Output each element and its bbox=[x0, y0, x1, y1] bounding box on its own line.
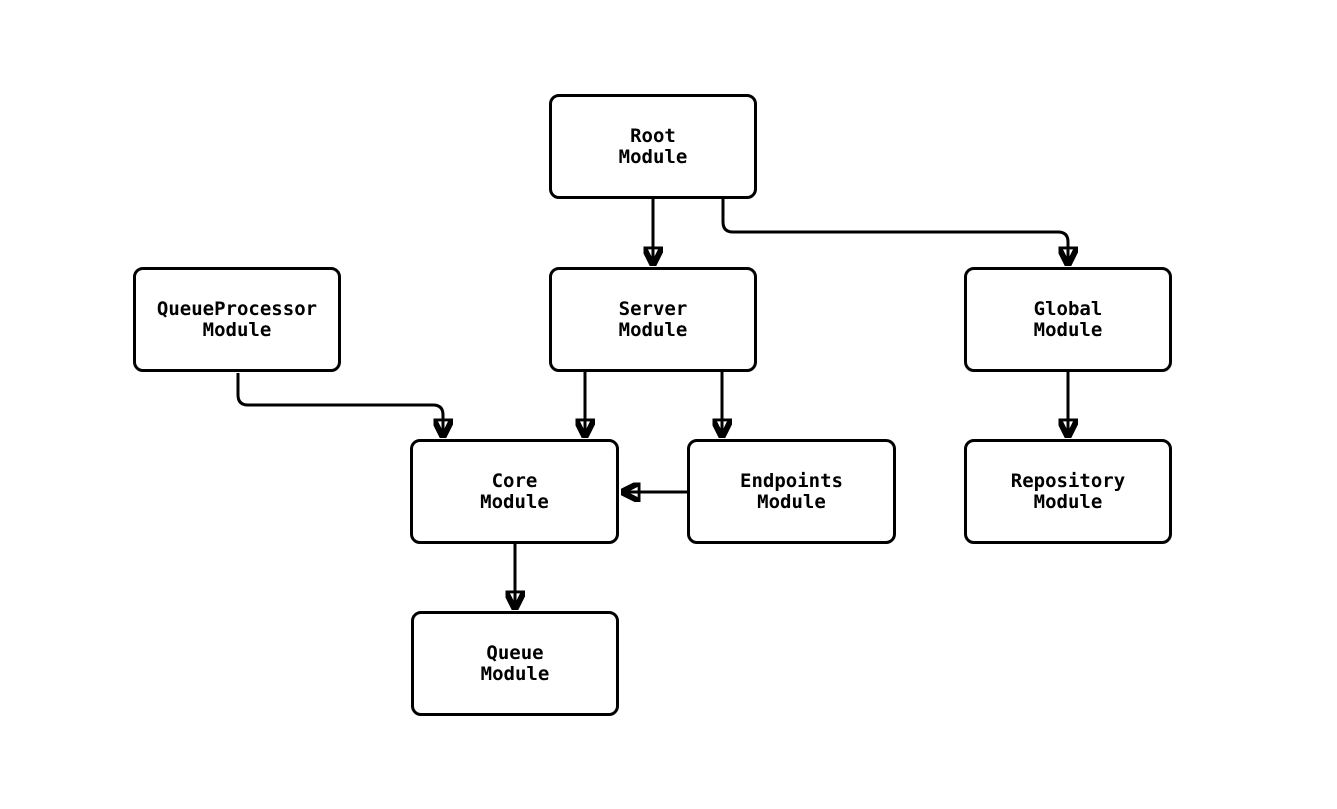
node-repository-module-label: Repository Module bbox=[1010, 469, 1126, 513]
node-queue-module: Queue Module bbox=[411, 611, 619, 716]
node-core-module-label: Core Module bbox=[480, 469, 549, 513]
node-global-module: Global Module bbox=[964, 267, 1172, 372]
node-server-module-label: Server Module bbox=[618, 297, 688, 341]
node-global-module-label: Global Module bbox=[1033, 297, 1103, 341]
edge-queueprocessor-core bbox=[236, 373, 443, 435]
node-core-module: Core Module bbox=[410, 439, 619, 544]
node-queueprocessor-module: QueueProcessor Module bbox=[133, 267, 341, 372]
node-root-module: Root Module bbox=[549, 94, 757, 199]
node-root-module-label: Root Module bbox=[618, 124, 688, 168]
node-endpoints-module: Endpoints Module bbox=[687, 439, 896, 544]
node-queueprocessor-module-label: QueueProcessor Module bbox=[156, 297, 318, 341]
edge-root-global bbox=[721, 199, 1068, 263]
node-repository-module: Repository Module bbox=[964, 439, 1172, 544]
node-endpoints-module-label: Endpoints Module bbox=[740, 469, 843, 513]
node-queue-module-label: Queue Module bbox=[480, 641, 550, 685]
node-server-module: Server Module bbox=[549, 267, 757, 372]
